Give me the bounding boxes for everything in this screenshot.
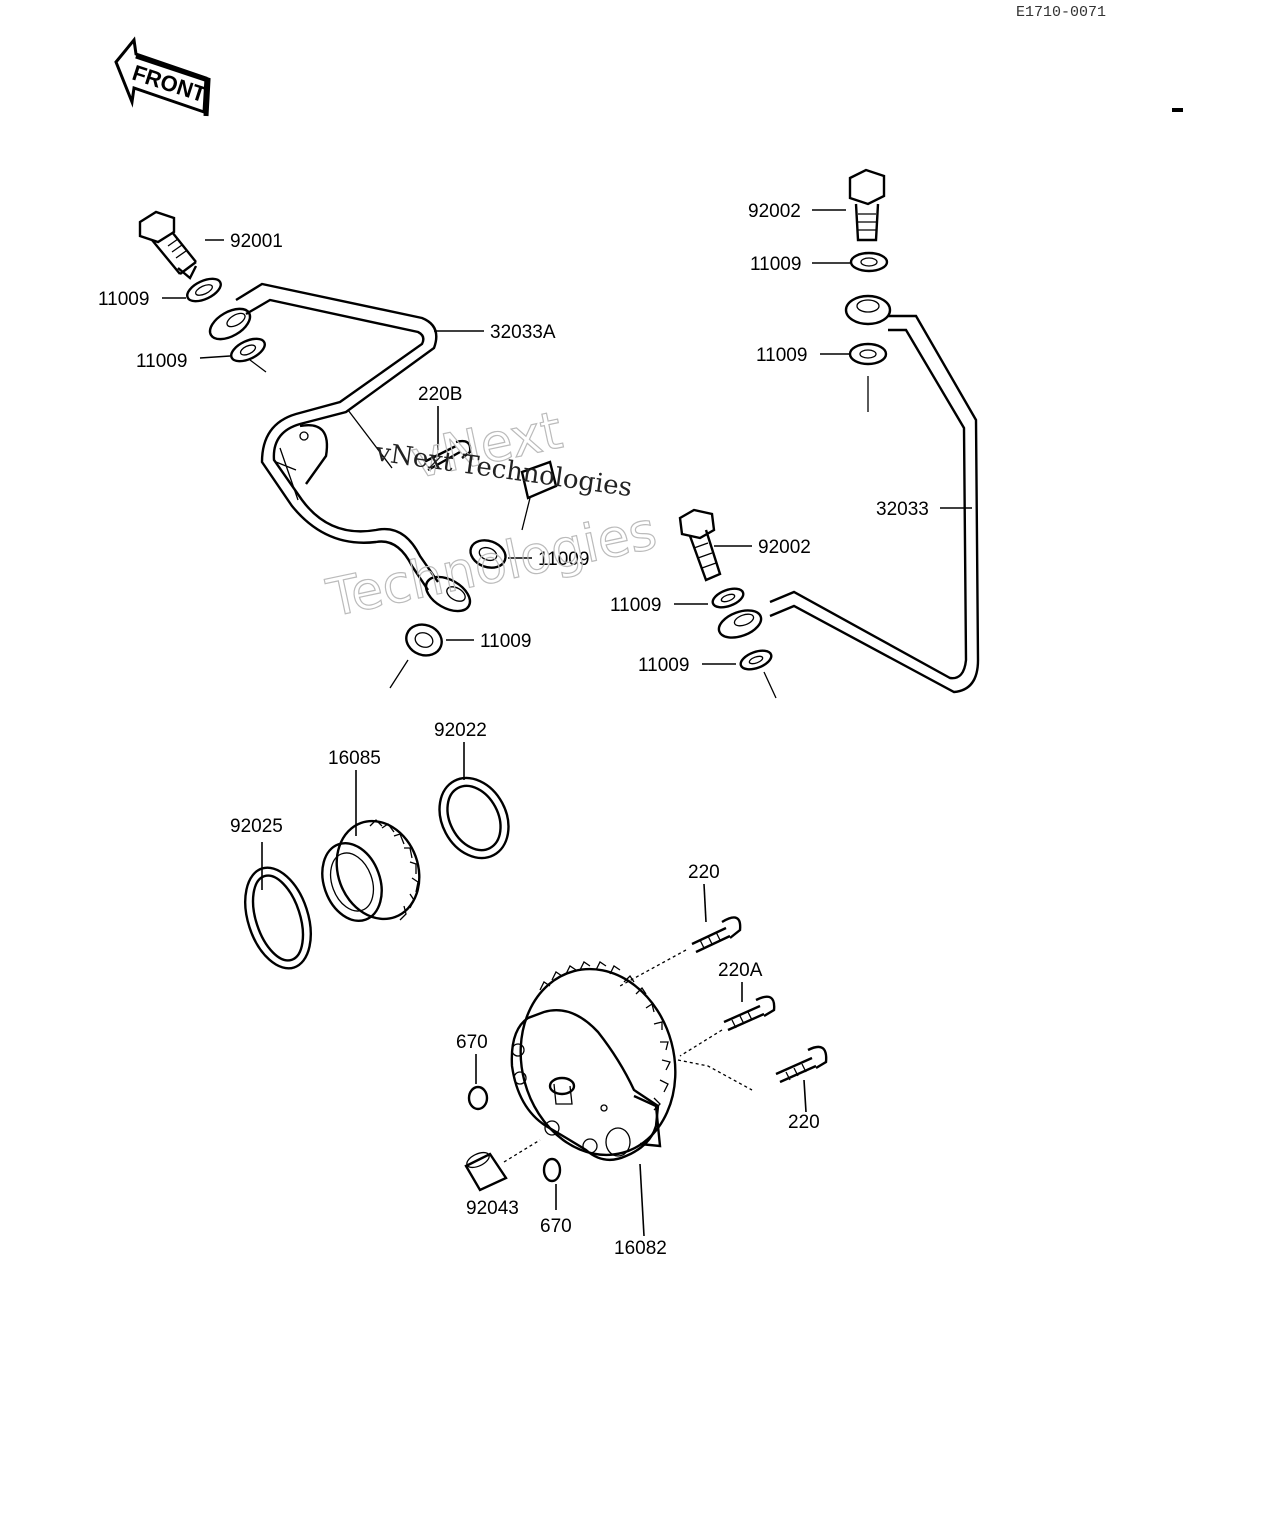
seal-92022	[438, 776, 510, 860]
oring-670-top	[467, 1054, 489, 1111]
oil-pipe-32033	[717, 294, 980, 694]
oil-pipe-32033A	[235, 282, 472, 613]
callout-92002-lower: 92002	[758, 537, 811, 558]
banjo-eye-left-top	[208, 307, 252, 341]
banjo-bolt-92002-top	[848, 168, 886, 242]
corner-mark	[1172, 108, 1183, 112]
banjo-bolt-middle	[520, 460, 558, 531]
screw-220B	[423, 406, 472, 472]
gear-16085	[321, 819, 421, 922]
banjo-bolt-92001	[138, 210, 198, 280]
washer-11009-h	[739, 649, 777, 699]
callout-92043: 92043	[466, 1198, 519, 1219]
oring-670-bottom	[542, 1157, 562, 1210]
washer-11009-e	[849, 251, 889, 273]
callout-11009-e: 11009	[750, 254, 801, 275]
callout-11009-g: 11009	[610, 595, 661, 616]
seal-92025	[244, 866, 312, 970]
dowel-pin-92043	[464, 1139, 541, 1192]
callout-11009-h: 11009	[638, 655, 689, 676]
callout-220B: 220B	[418, 384, 462, 405]
callout-670-bottom: 670	[540, 1216, 572, 1237]
callout-11009-b: 11009	[136, 351, 187, 372]
washer-11009-f	[848, 342, 888, 412]
oil-pump-16082	[510, 961, 677, 1162]
callout-92025: 92025	[230, 816, 283, 837]
screw-220A	[679, 982, 776, 1057]
callout-670-top: 670	[456, 1032, 488, 1053]
callout-11009-f: 11009	[756, 345, 807, 366]
banjo-bolt-92002-lower	[678, 508, 722, 582]
callout-220-bottom: 220	[788, 1112, 820, 1133]
washer-11009-a	[186, 277, 222, 303]
callout-11009-a: 11009	[98, 289, 149, 310]
front-arrow-icon: FRONT	[114, 36, 211, 117]
washer-11009-c	[469, 539, 507, 569]
callout-11009-c: 11009	[538, 549, 589, 570]
diagram-code: E1710-0071	[1016, 4, 1106, 21]
callout-11009-d: 11009	[480, 631, 531, 652]
screw-220-bottom	[677, 1045, 828, 1113]
callout-92002-top: 92002	[748, 201, 801, 222]
callout-220-top: 220	[688, 862, 720, 883]
washer-11009-b	[230, 337, 266, 363]
callout-92022: 92022	[434, 720, 487, 741]
washer-11009-d	[389, 623, 443, 689]
callout-220A: 220A	[718, 960, 763, 981]
washer-11009-g	[711, 587, 745, 609]
callout-32033A: 32033A	[490, 322, 556, 343]
callout-32033: 32033	[876, 499, 929, 520]
callout-16082: 16082	[614, 1238, 667, 1259]
callout-16085: 16085	[328, 748, 381, 769]
callout-92001: 92001	[230, 231, 283, 252]
screw-220-top	[619, 883, 742, 987]
